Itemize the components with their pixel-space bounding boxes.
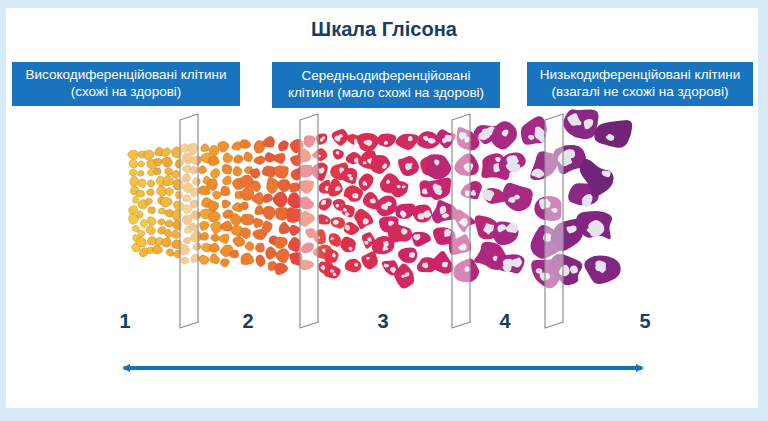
header-box: Низькодиференційовані клітини (взагалі н… — [527, 62, 753, 106]
box-text: Низькодиференційовані клітини (взагалі н… — [535, 67, 745, 101]
grade-number: 2 — [242, 310, 253, 333]
double-arrow — [124, 366, 642, 370]
box-text: Середньодиференційовані клітини (мало сх… — [280, 68, 492, 102]
grade-number: 3 — [377, 310, 388, 333]
title: Шкала Глісона — [0, 18, 768, 41]
header-box: Високодиференційовані клітини (схожі на … — [12, 62, 240, 106]
grade-number: 4 — [499, 310, 510, 333]
grade-number: 5 — [639, 310, 650, 333]
box-text: Високодиференційовані клітини (схожі на … — [20, 67, 232, 101]
glass-panes — [180, 114, 563, 328]
grade-number: 1 — [119, 310, 130, 333]
header-box: Середньодиференційовані клітини (мало сх… — [272, 62, 500, 108]
